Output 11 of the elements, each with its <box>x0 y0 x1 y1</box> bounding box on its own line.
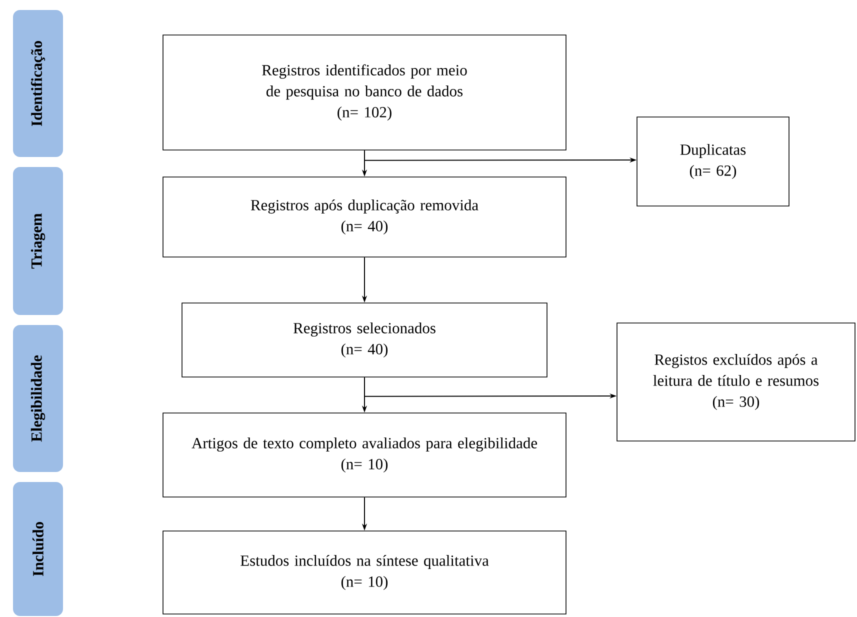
process-box: Registros selecionados (n= 40) <box>182 302 548 378</box>
stage-band: Triagem <box>13 167 63 315</box>
stage-band: Identificação <box>13 10 63 157</box>
process-box: Artigos de texto completo avaliados para elegibilidade (n= 10) <box>162 412 566 498</box>
stage-band: Elegibilidade <box>13 325 63 472</box>
process-box: Estudos incluídos na síntese qualitativa (n= 10) <box>162 530 566 614</box>
process-box: Registros após duplicação removida (n= 40) <box>162 176 566 258</box>
stage-band: Incluído <box>13 482 63 616</box>
process-box: Registros identificados por meio de pesquisa no banco de dados (n= 102) <box>162 34 566 150</box>
process-box: Duplicatas (n= 62) <box>636 116 790 206</box>
process-box: Registos excluídos após a leitura de título e resumos (n= 30) <box>616 322 856 442</box>
